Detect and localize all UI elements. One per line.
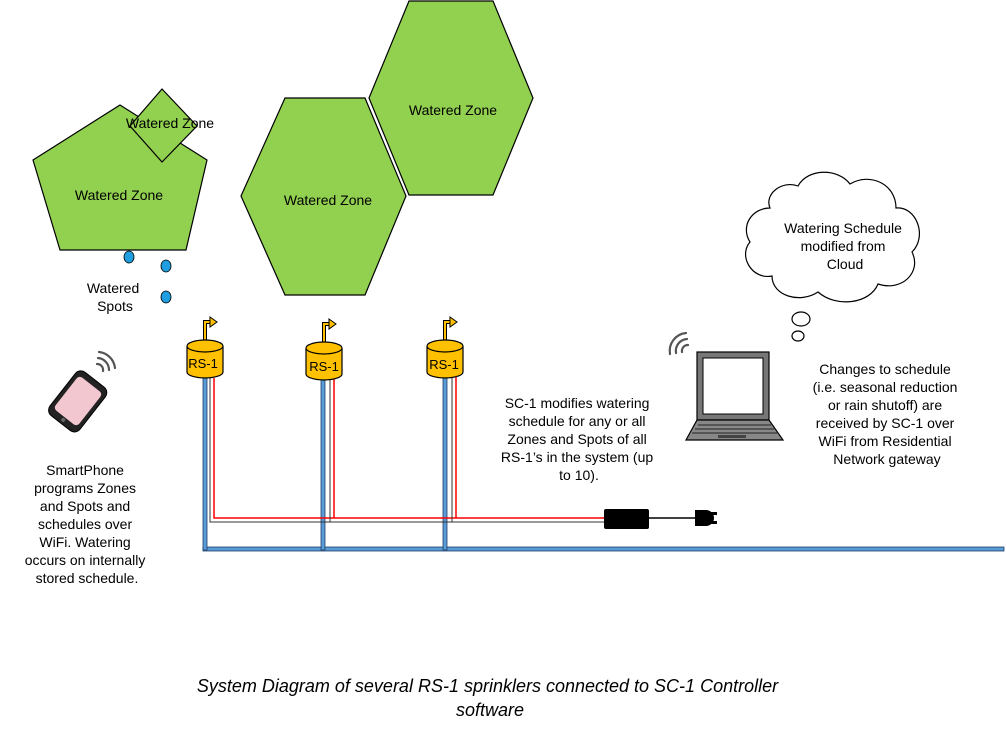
zone-label: Watered Zone bbox=[126, 115, 214, 131]
spots-label: Watered Spots bbox=[87, 280, 143, 314]
cloud-description: Watering Schedule modified from Cloud bbox=[784, 220, 906, 272]
zone-label: Watered Zone bbox=[409, 102, 497, 118]
zone-label: Watered Zone bbox=[284, 192, 372, 208]
watered-spot bbox=[160, 259, 172, 273]
sprinkler-rs1: RS-1 bbox=[305, 318, 343, 381]
phone-description: SmartPhone programs Zones and Spots and … bbox=[25, 462, 150, 586]
sprinkler-rs1: RS-1 bbox=[426, 316, 464, 379]
zone-label: Watered Zone bbox=[75, 187, 163, 203]
sprinkler-rs1: RS-1 bbox=[186, 316, 224, 379]
wifi-icon bbox=[95, 350, 117, 373]
sprinkler-label: RS-1 bbox=[188, 356, 218, 371]
changes-description: Changes to schedule (i.e. seasonal reduc… bbox=[813, 361, 962, 467]
sprinkler-label: RS-1 bbox=[429, 357, 459, 372]
sprinkler-label: RS-1 bbox=[309, 359, 339, 374]
wifi-icon bbox=[668, 331, 690, 356]
cloud-shape bbox=[745, 171, 921, 342]
smartphone-icon bbox=[48, 370, 108, 433]
watered-spot bbox=[160, 290, 172, 304]
controller-description: SC-1 modifies watering schedule for any … bbox=[501, 395, 657, 483]
watered-spot bbox=[123, 250, 135, 264]
diagram-caption: System Diagram of several RS-1 sprinkler… bbox=[197, 676, 783, 720]
watered-zone-hexagon-large: Watered Zone bbox=[368, 0, 534, 196]
watered-spots: Watered Spots bbox=[87, 250, 172, 314]
watered-zone-diamond: Watered Zone bbox=[126, 88, 214, 163]
power-plug-icon bbox=[604, 509, 717, 529]
watered-zone-hexagon-small: Watered Zone bbox=[240, 97, 407, 296]
control-wiring bbox=[209, 374, 695, 523]
laptop-icon bbox=[684, 351, 785, 441]
